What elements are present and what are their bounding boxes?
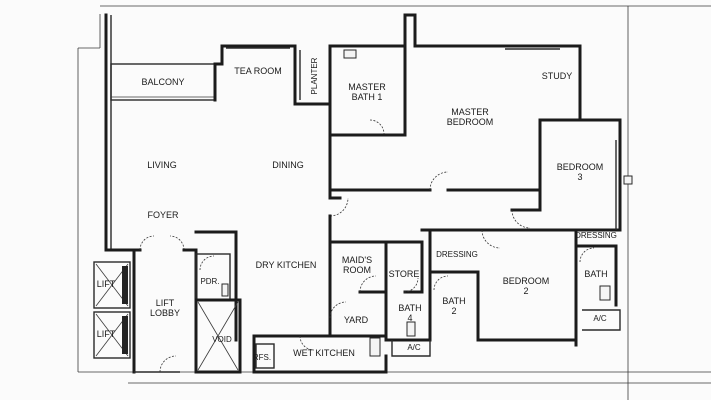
room-label-void: VOID [212,335,232,344]
room-label-dressing-right: DRESSING [575,231,617,240]
store-wall [384,240,424,294]
dining-door [329,197,349,217]
bath-right-wall [574,244,618,307]
master-bath-wall [328,44,407,137]
bedroom3-wall [578,118,622,232]
room-label-yard: YARD [343,315,369,325]
room-label-maids-room: MAID'S ROOM [341,255,373,275]
dining-lower-wall [328,188,342,200]
yard-door [329,301,347,319]
lift-lobby-door [159,355,177,373]
bedroom2-door [481,229,501,249]
room-label-ac-mid: A/C [407,343,421,352]
room-label-balcony: BALCONY [141,77,185,87]
rfs-box [255,343,275,369]
maids-room-door [359,275,377,293]
dry-kitchen-left-wall [194,230,238,342]
room-label-bath4: BATH 4 [398,303,422,323]
lift-bottom-shaft [93,311,131,359]
store-door [403,277,419,293]
pdr-door [199,255,215,271]
wet-kitchen-door [299,335,315,351]
dressing-lower-wall [428,270,480,342]
bath-right-fixture [599,285,611,301]
room-label-tea-room: TEA ROOM [234,66,282,76]
room-label-master-bath: MASTER BATH 1 [348,82,386,102]
room-label-planter: PLANTER [310,57,319,95]
room-label-bath2: BATH 2 [442,296,466,316]
room-label-study: STUDY [541,71,573,81]
bedroom3-door [511,209,531,229]
room-label-wet-kitchen: WET KITCHEN [293,348,355,358]
master-bedroom-top-wall [403,13,582,122]
room-label-living: LIVING [147,160,177,170]
master-bedroom-lower-wall [328,102,432,192]
room-label-lift-bottom: LIFT [96,329,116,339]
bath2-door [433,275,449,291]
pdr-fixture [221,283,229,297]
bath-right-door [579,247,595,263]
bath4-fixture [406,321,416,337]
void-outline [194,298,242,374]
room-label-dining: DINING [272,160,304,170]
room-label-master-bedroom: MASTER BEDROOM [446,107,494,127]
wet-kitchen-outer-wall [252,334,388,374]
planter-wall [293,44,332,106]
maids-room-wall [328,240,388,294]
room-label-bedroom2: BEDROOM 2 [502,276,550,296]
room-label-store: STORE [388,269,420,279]
room-label-pdr: PDR. [200,277,220,286]
room-label-bedroom3: BEDROOM 3 [556,162,604,182]
room-label-dry-kitchen: DRY KITCHEN [255,260,317,270]
foyer-door-right [169,235,185,251]
ac-mid-wall [391,340,431,357]
room-label-lift-lobby: LIFT LOBBY [149,298,181,318]
tea-room-wall [213,44,297,102]
master-bath-door [369,119,385,135]
bath4-wall [384,290,432,342]
master-bedroom-door [429,171,449,191]
yard-fixture [369,337,381,357]
room-label-dressing-left: DRESSING [436,250,478,259]
room-label-lift-top: LIFT [96,279,116,289]
foyer-door-left [139,235,155,251]
lift-top-shaft [93,261,131,309]
room-label-foyer: FOYER [147,210,179,220]
ac-right-wall [582,309,621,331]
bedroom3-lower-wall [510,188,542,212]
room-label-ac-right: A/C [593,314,607,323]
lift-top-door [122,266,128,304]
room-label-bath-right: BATH [584,269,608,279]
void-cross-b [197,301,239,371]
lift-bottom-door [122,316,128,354]
room-label-rfs: RFS. [252,353,272,362]
bedroom3-fixture [623,175,633,185]
master-bedroom-wall-segment [446,118,622,192]
master-bath-fixture [343,49,357,59]
